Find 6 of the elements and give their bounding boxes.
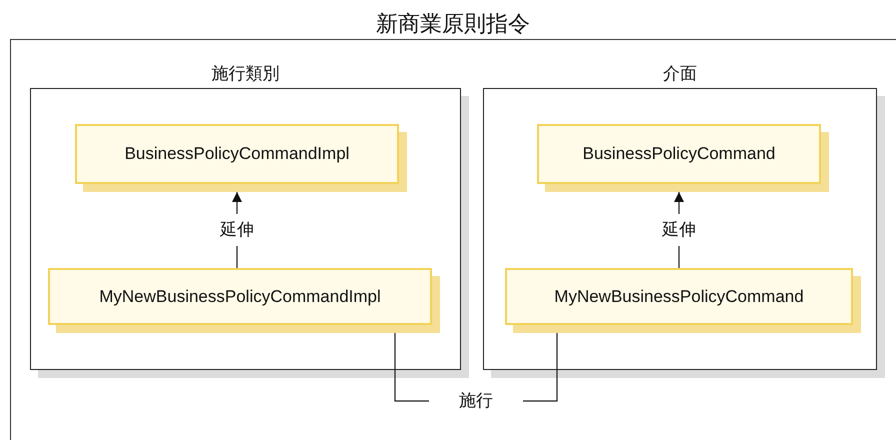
edge-label: 延伸 [218,214,256,246]
edge-label: 施行 [429,391,523,411]
edge-label: 延伸 [660,214,698,246]
group-title: 新商業原則指令 [375,10,531,37]
group-title: 施行類別 [210,63,280,85]
group-title: 介面 [662,63,698,85]
